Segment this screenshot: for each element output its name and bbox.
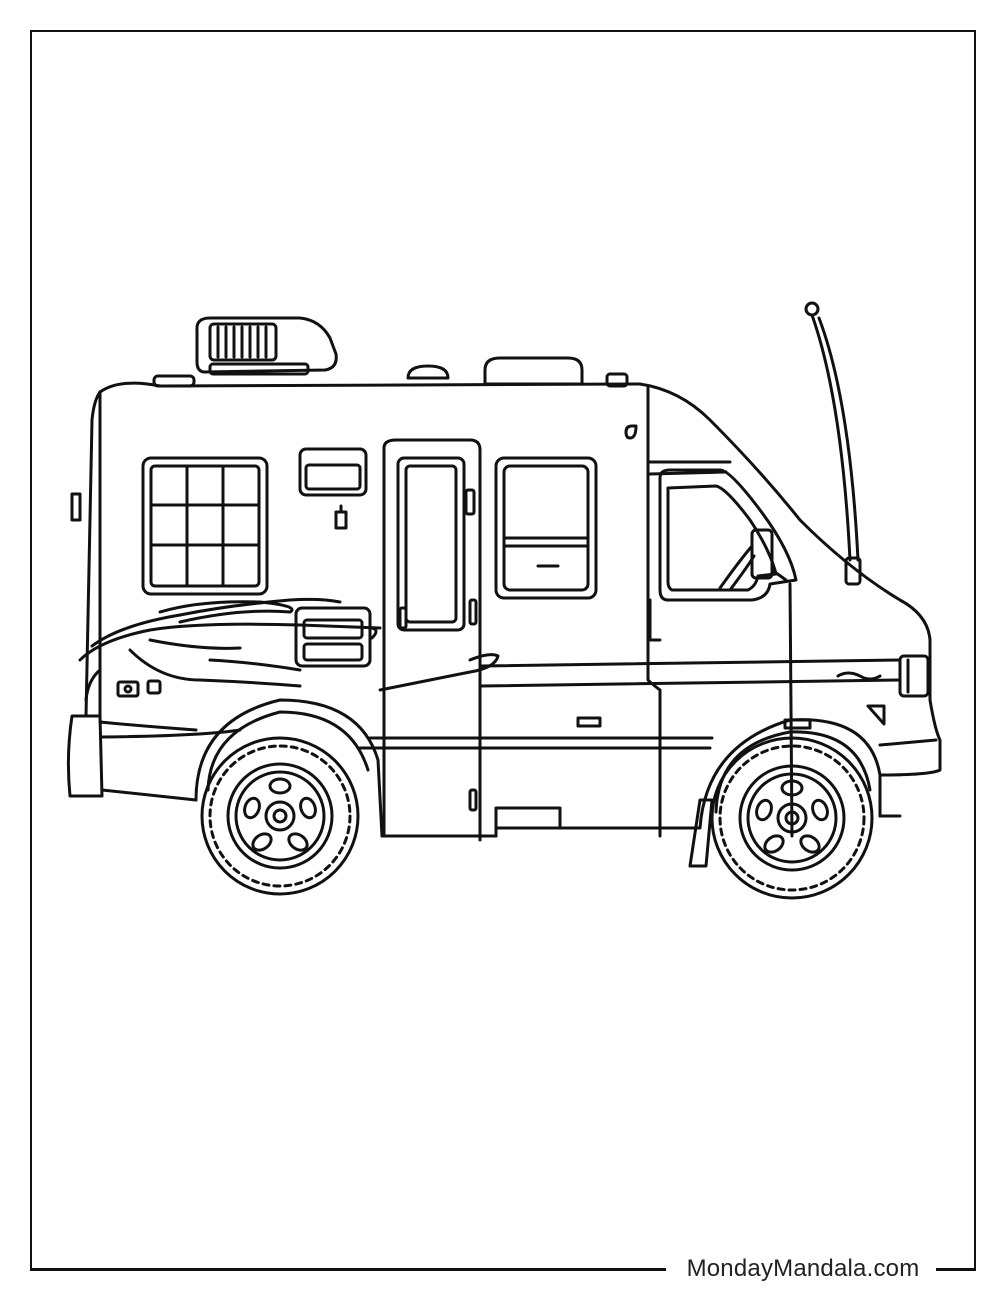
cab-door (626, 386, 796, 836)
lower-side-vent (296, 608, 376, 666)
front-end (578, 656, 928, 728)
entry-door (384, 440, 480, 840)
middle-window (496, 458, 596, 598)
van-body (68, 383, 940, 866)
page-border-bottom-right (936, 1268, 976, 1271)
page-border (30, 30, 976, 1271)
rear-panel-controls (118, 681, 160, 696)
upper-side-vent (300, 449, 366, 528)
flame-decal (80, 599, 498, 690)
rear-wheel (202, 738, 358, 894)
antenna (806, 303, 860, 584)
front-wheel (712, 738, 872, 898)
page-border-bottom-left (30, 1268, 666, 1271)
rear-window (143, 458, 267, 594)
roof-ac-unit (197, 318, 336, 374)
watermark-text: MondayMandala.com (686, 1255, 920, 1282)
